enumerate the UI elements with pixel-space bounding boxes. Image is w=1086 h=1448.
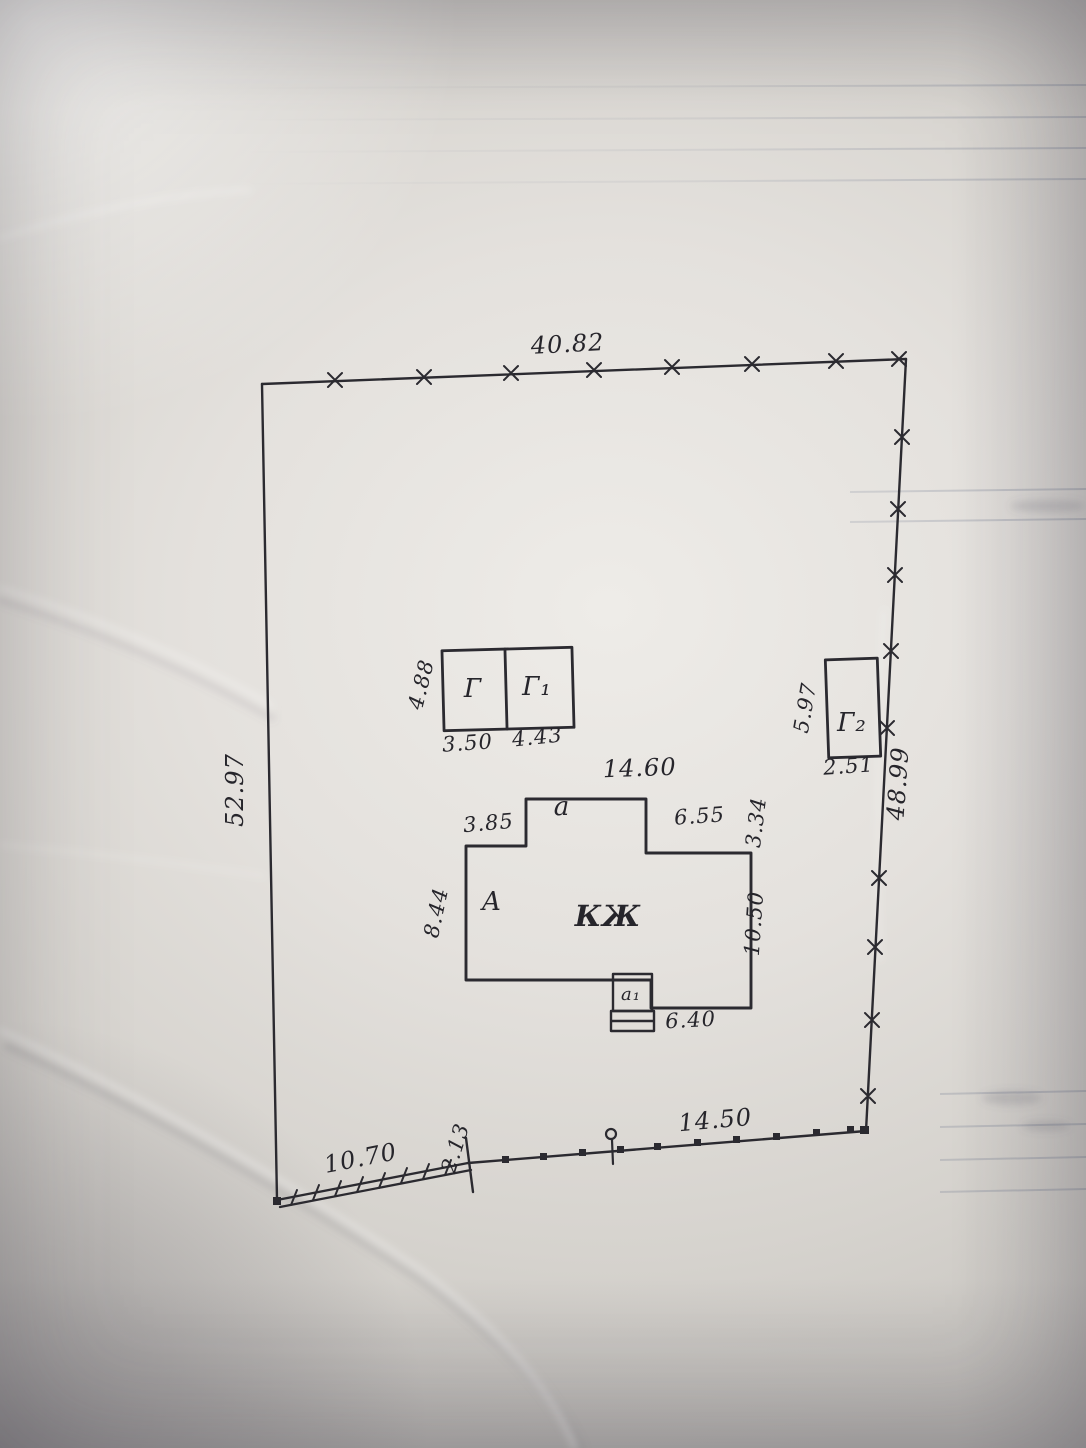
house-porch-top-label: а <box>554 792 571 822</box>
house-outline <box>464 797 753 1010</box>
garage-block-outline <box>440 645 576 733</box>
house-left-depth-dimension: 8.44 <box>419 885 453 940</box>
segment-divider-tick <box>464 1136 475 1194</box>
house-top-width-dimension: 14.60 <box>602 753 677 784</box>
house-bottom-right-width-dimension: 6.40 <box>665 1007 717 1034</box>
boundary-right-line <box>864 357 908 1133</box>
garage-right-unit-label: Г₁ <box>521 672 552 702</box>
house-wing-label: А <box>480 887 503 917</box>
faint-ink-smudges <box>982 500 1086 1131</box>
shed-width-dimension: 2.51 <box>821 752 874 780</box>
house-left-top-width-dimension: 3.85 <box>462 809 515 837</box>
boundary-right-dimension: 48.99 <box>881 746 914 822</box>
boundary-left-dimension: 52.97 <box>221 753 249 827</box>
house-right-top-width-dimension: 6.55 <box>673 802 725 829</box>
house-porch-bottom-label: а₁ <box>621 984 641 1005</box>
shed-label: Г₂ <box>836 708 867 738</box>
paper-creases <box>0 188 886 1448</box>
boundary-bottom-right-dimension: 14.50 <box>677 1103 753 1137</box>
boundary-bottom-fence-dimension: 10.70 <box>322 1137 400 1179</box>
survey-tick-marks <box>327 351 910 1104</box>
house-right-depth-dimension: 10.50 <box>740 890 768 957</box>
garage-left-width-dimension: 3.50 <box>441 729 493 756</box>
boundary-top-dimension: 40.82 <box>529 328 605 360</box>
boundary-left-line <box>260 382 279 1202</box>
fence-bottom-left <box>273 1159 473 1209</box>
fence-bottom-right <box>466 1126 869 1166</box>
plot-boundary-lines <box>260 357 908 1202</box>
house-label: КЖ <box>574 899 641 933</box>
shed-depth-dimension: 5.97 <box>789 681 821 735</box>
garage-right-width-dimension: 4.43 <box>510 722 564 751</box>
boundary-top-line <box>260 357 908 386</box>
gate-symbol <box>604 1127 618 1166</box>
porch-a1-with-steps <box>609 972 656 1033</box>
shed-outline <box>823 656 883 760</box>
faint-ruled-lines <box>239 84 1086 1193</box>
garage-depth-dimension: 4.88 <box>403 657 439 713</box>
garage-left-unit-label: Г <box>463 674 482 704</box>
house-porch-side-depth-dimension: 3.34 <box>741 795 771 848</box>
fence-posts <box>502 1126 869 1163</box>
